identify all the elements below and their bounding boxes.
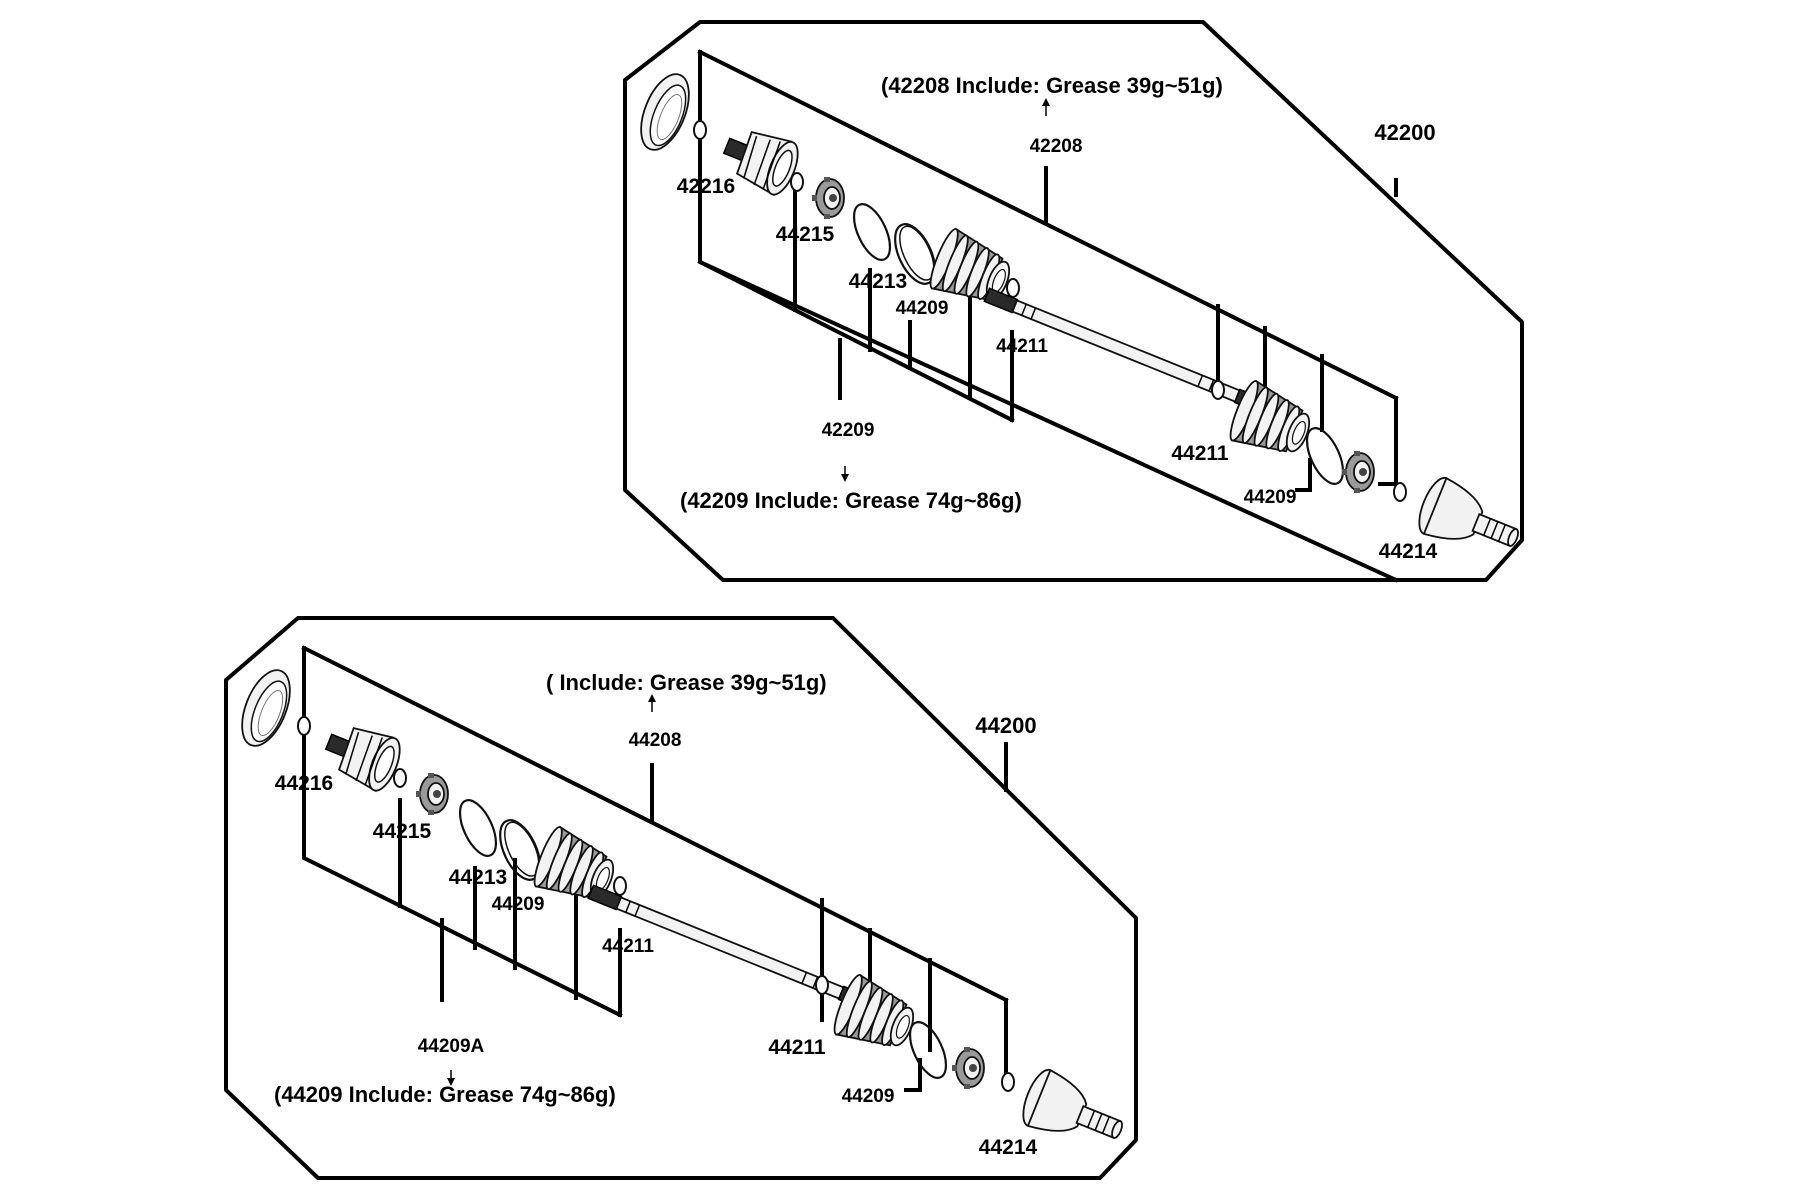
kit-number: 42209	[822, 420, 875, 441]
inner-cv-joint	[324, 721, 407, 796]
part-label-44211-a: 44211	[996, 336, 1048, 357]
circlip-inner	[1006, 278, 1020, 298]
diagram-44200: 44200 ( Include: Grease 39g~51g) 44208 4…	[224, 616, 1138, 1180]
boot-band	[451, 793, 505, 863]
boot-outer	[828, 971, 924, 1061]
circlip-end	[1001, 1072, 1015, 1092]
grease-note-bottom: (44209 Include: Grease 74g~86g)	[274, 1082, 616, 1107]
assembly-frame	[224, 616, 1138, 1180]
assembly-frame	[623, 20, 1524, 582]
spider-bearing	[415, 772, 449, 816]
grease-note-top: ( Include: Grease 39g~51g)	[546, 670, 827, 695]
joint-number: 42208	[1030, 136, 1083, 157]
part-label-44216: 44216	[275, 772, 333, 795]
part-label-42216: 42216	[677, 175, 735, 198]
boot-band	[845, 197, 899, 267]
part-label-44215: 44215	[373, 820, 432, 843]
oil-seal	[630, 66, 700, 158]
circlip	[297, 716, 311, 736]
grease-note-bottom: (42209 Include: Grease 74g~86g)	[680, 488, 1022, 513]
part-label-44209-b: 44209	[842, 1086, 895, 1107]
assembly-number: 42200	[1374, 120, 1435, 145]
part-label-44213: 44213	[449, 866, 507, 889]
part-label-44209-a: 44209	[896, 298, 949, 319]
part-label-44211-b: 44211	[768, 1036, 826, 1059]
oil-seal	[231, 662, 301, 754]
outer-bearing	[1341, 450, 1375, 494]
circlip-small	[393, 768, 407, 788]
part-label-44211-b: 44211	[1171, 442, 1229, 465]
part-label-44214: 44214	[979, 1136, 1038, 1159]
part-label-44213: 44213	[849, 270, 907, 293]
circlip-outer	[815, 975, 829, 995]
circlip-inner	[613, 876, 627, 896]
part-label-44209-a: 44209	[492, 894, 545, 915]
circlip	[693, 120, 707, 140]
joint-number: 44208	[629, 730, 682, 751]
diagram-42200: 42200 (42208 Include: Grease 39g~51g) 42…	[623, 20, 1529, 583]
grease-note-top: (42208 Include: Grease 39g~51g)	[881, 73, 1223, 98]
part-label-44209-b: 44209	[1244, 487, 1297, 508]
leader-outline	[302, 646, 623, 1018]
circlip-small	[790, 172, 804, 192]
spider-bearing	[811, 176, 845, 220]
circlip-outer	[1211, 380, 1225, 400]
assembly-number: 44200	[975, 713, 1036, 738]
part-label-44211-a: 44211	[602, 936, 654, 957]
part-label-44214: 44214	[1379, 540, 1438, 563]
kit-number: 44209A	[418, 1036, 485, 1057]
circlip-end	[1393, 482, 1407, 502]
outer-bearing	[951, 1046, 985, 1090]
part-label-44215: 44215	[776, 223, 835, 246]
